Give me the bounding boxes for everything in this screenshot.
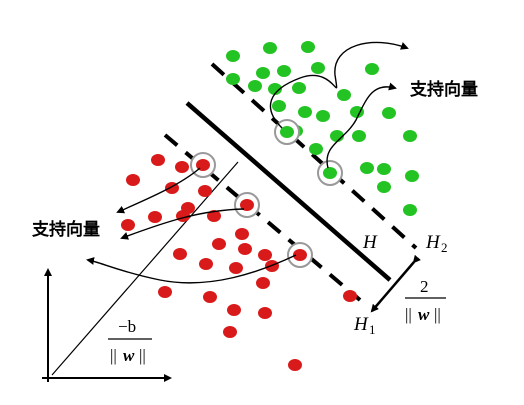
positive-point <box>352 130 366 142</box>
negative-point <box>148 211 162 223</box>
negative-support-vectors <box>190 152 313 268</box>
negative-class-points <box>121 154 357 371</box>
support-vectors-label-left: 支持向量 <box>32 219 100 240</box>
positive-point <box>377 163 391 175</box>
positive-point <box>377 181 391 193</box>
pointer-curve-top-2 <box>326 82 397 169</box>
positive-point <box>226 50 240 62</box>
positive-point <box>316 110 330 122</box>
positive-point <box>248 80 262 92</box>
negative-point <box>207 210 221 222</box>
positive-point <box>272 100 286 112</box>
support-vector-point <box>280 126 294 138</box>
margin-lower-label: H <box>353 314 369 335</box>
margin-arrow <box>370 254 421 313</box>
fraction-denominator-var: w <box>123 346 135 365</box>
negative-point <box>126 174 140 186</box>
positive-point <box>403 204 417 216</box>
negative-point <box>258 249 272 261</box>
positive-point <box>360 162 374 174</box>
pointer-curve-top-1 <box>269 41 409 129</box>
negative-point <box>223 326 237 338</box>
margin-lower-subscript: 1 <box>369 322 376 337</box>
fraction-numerator: −b <box>118 317 136 336</box>
support-vector-point <box>293 249 307 261</box>
positive-point <box>256 67 270 79</box>
fraction-denominator-right: || <box>139 346 146 365</box>
negative-point <box>203 291 217 303</box>
positive-point <box>403 130 417 142</box>
positive-point <box>298 106 312 118</box>
offset-fraction: −b || w || <box>108 317 152 365</box>
pointer-curve-left-1 <box>116 167 201 214</box>
positive-point <box>277 65 291 77</box>
negative-point <box>238 243 252 255</box>
positive-point <box>268 83 282 95</box>
support-vector-point <box>240 199 254 211</box>
margin-upper-subscript: 2 <box>441 240 448 255</box>
fraction-numerator: 2 <box>420 277 429 296</box>
negative-point <box>288 359 302 371</box>
support-vector-point <box>323 167 337 179</box>
positive-point <box>365 63 379 75</box>
pointer-curve-left-3 <box>86 254 297 284</box>
support-vectors-label-top: 支持向量 <box>410 79 478 100</box>
pointer-curve-left-2 <box>120 208 245 240</box>
negative-point <box>151 154 165 166</box>
fraction-denominator-left: || <box>110 346 117 365</box>
positive-point <box>292 82 306 94</box>
positive-point <box>263 42 277 54</box>
negative-point <box>121 219 135 231</box>
negative-point <box>173 248 187 260</box>
normal-vector-line <box>51 161 239 376</box>
negative-point <box>256 277 270 289</box>
negative-point <box>199 258 213 270</box>
negative-point <box>198 185 212 197</box>
fraction-denominator-left: || <box>405 305 412 324</box>
positive-point <box>311 62 325 74</box>
positive-point <box>226 73 240 85</box>
positive-support-vectors <box>274 119 343 186</box>
positive-point <box>337 89 351 101</box>
positive-point <box>309 143 323 155</box>
positive-point <box>382 107 396 119</box>
positive-point <box>405 170 419 182</box>
margin-line-upper <box>210 62 418 250</box>
margin-upper-label: H <box>425 232 441 253</box>
negative-point <box>235 228 249 240</box>
positive-class-points <box>226 41 419 216</box>
separating-hyperplane <box>185 101 392 282</box>
negative-point <box>227 304 241 316</box>
negative-point <box>175 161 189 173</box>
fraction-denominator-var: w <box>418 305 430 324</box>
negative-point <box>229 262 243 274</box>
negative-point <box>158 286 172 298</box>
margin-width-fraction: 2 || w || <box>405 277 446 324</box>
positive-point <box>301 41 315 53</box>
positive-point <box>350 106 364 118</box>
negative-point <box>343 290 357 302</box>
negative-point <box>212 238 226 250</box>
negative-point <box>258 307 272 319</box>
hyperplane-label: H <box>362 232 378 253</box>
fraction-denominator-right: || <box>434 305 441 324</box>
